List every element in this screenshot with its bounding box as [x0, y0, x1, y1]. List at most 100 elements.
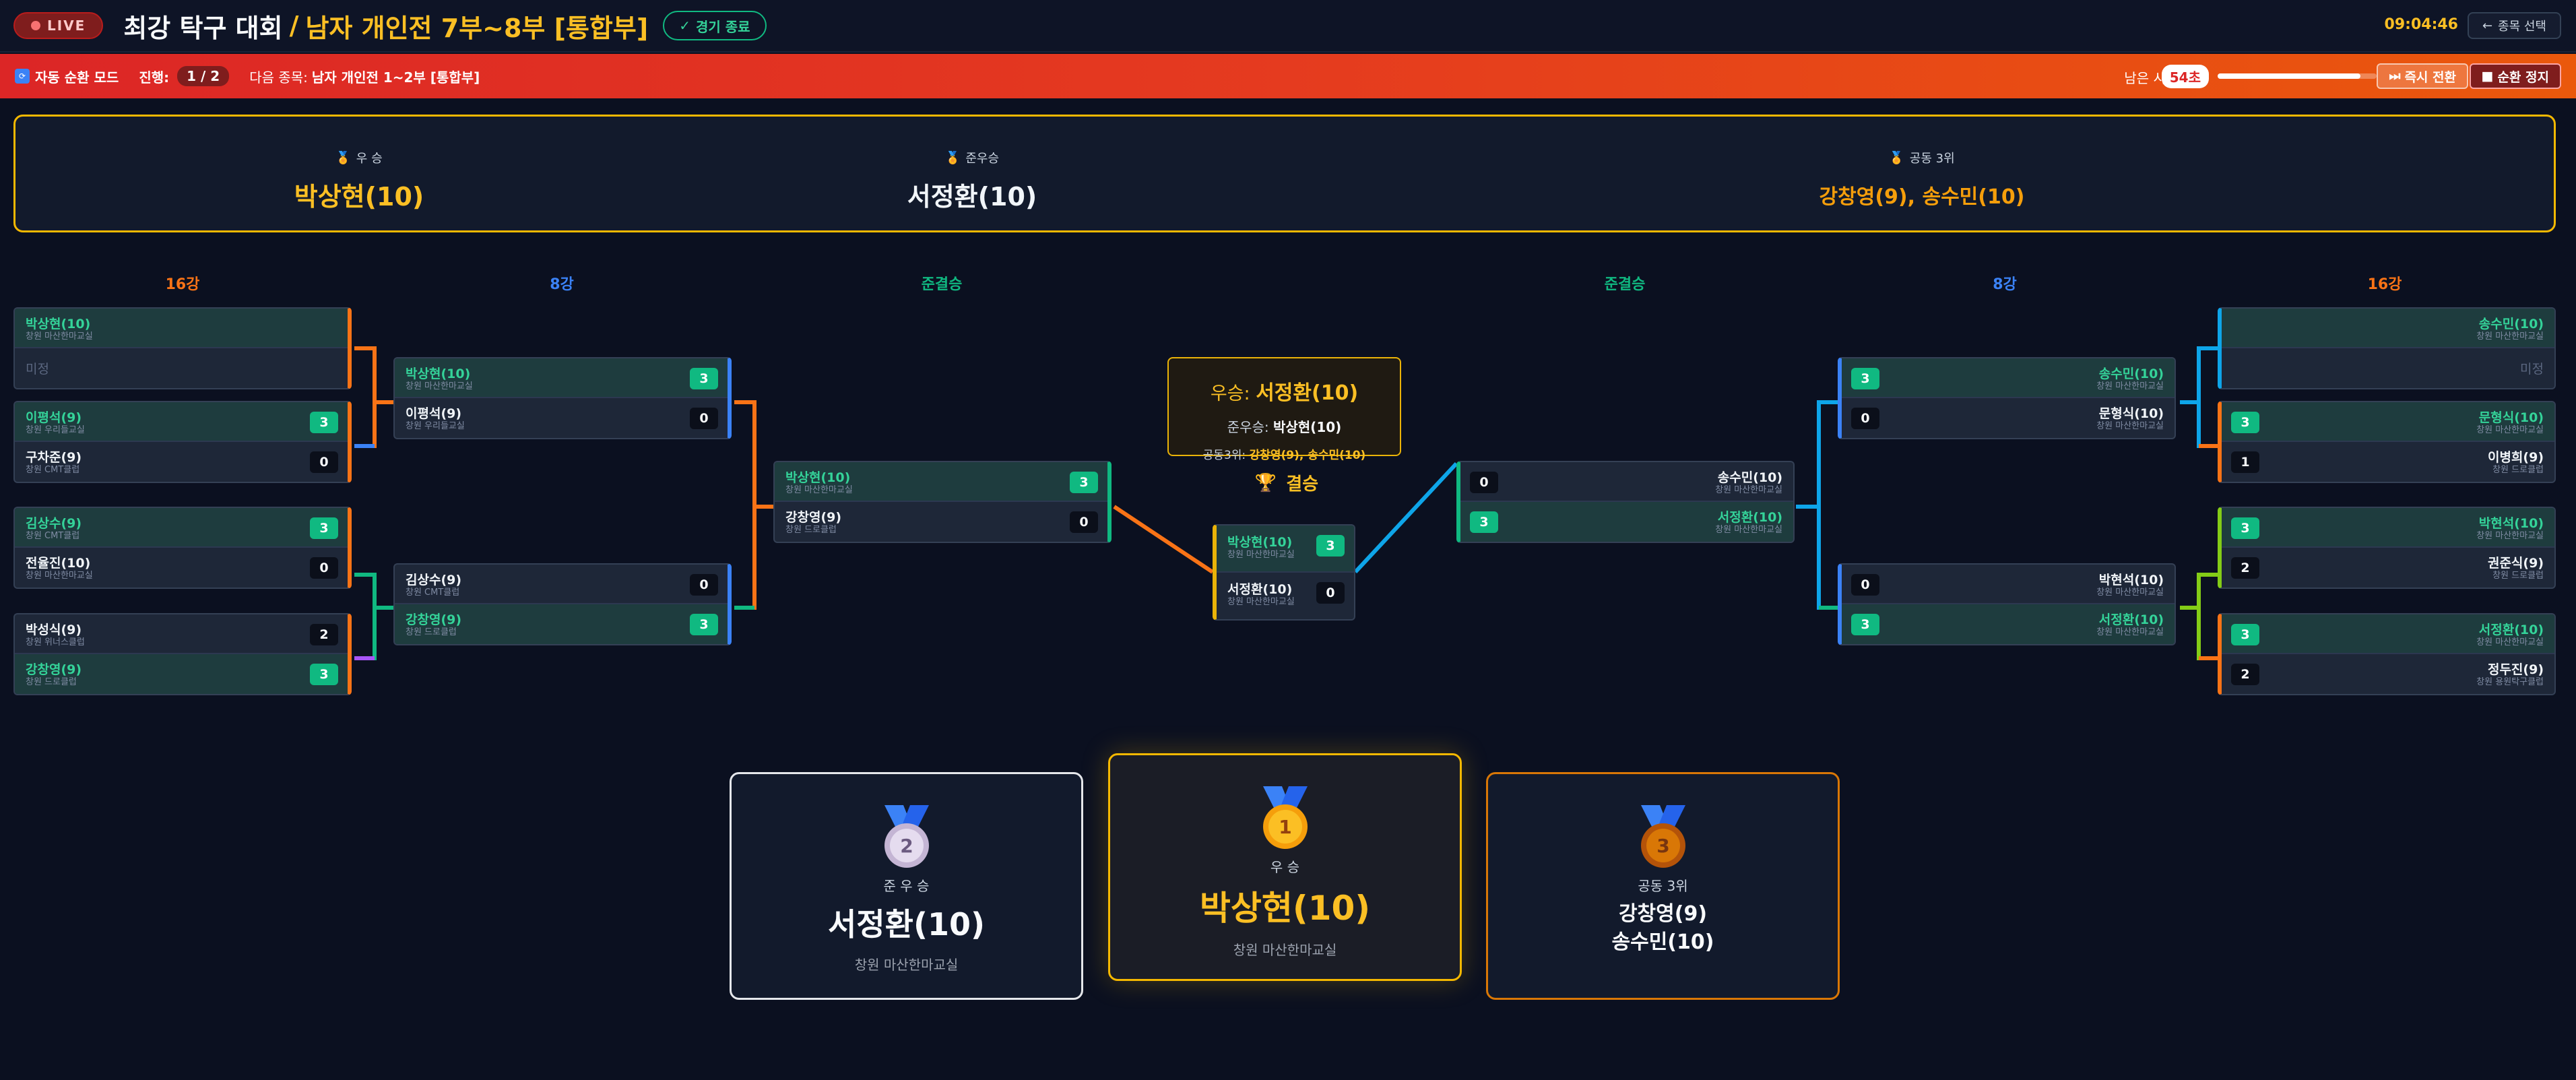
match-slot: 박현석(10) 창원 마산한마교실 0: [1842, 565, 2175, 604]
final-third-line: 공동3위: 강창영(9), 송수민(10): [1169, 445, 1400, 462]
match-slot: 미정: [2222, 348, 2554, 388]
match-slot: 박상현(10) 창원 마산한마교실 3: [395, 358, 728, 398]
player-name: 김상수(9): [406, 573, 462, 587]
match-right16-4[interactable]: 서정환(10) 창원 마산한마교실 3 정두진(9) 창원 용원탁구클럽 2: [2218, 613, 2556, 695]
top-header: LIVE 최강 탁구 대회 / 남자 개인전 7부~8부 [통합부] ✓ 경기 …: [0, 0, 2576, 53]
summary-winner-name: 박상현(10): [294, 182, 424, 212]
player-score: 3: [2231, 517, 2259, 539]
player-score: 0: [1851, 574, 1879, 596]
match-slot: 강창영(9) 창원 드로클럽 0: [775, 502, 1107, 542]
summary-runner-label: 준우승: [965, 152, 1000, 166]
player-name: 박상현(10): [1227, 535, 1293, 550]
match-slot: 강창영(9) 창원 드로클럽 3: [395, 604, 728, 644]
player-name: 김상수(9): [26, 516, 82, 531]
summary-winner-label: 우 승: [356, 152, 383, 166]
player-name: 정두진(9): [2487, 662, 2544, 677]
gold-medal-icon: 🏅: [335, 150, 351, 165]
match-left16-2[interactable]: 이평석(9) 창원 우리들교실 3 구차준(9) 창원 CMT클럽 0: [13, 401, 352, 483]
player-score: 3: [1470, 511, 1498, 533]
match-slot: 송수민(10) 창원 마산한마교실 3: [1842, 358, 2175, 398]
match-right16-3[interactable]: 박현석(10) 창원 마산한마교실 3 권준식(9) 창원 드로클럽 2: [2218, 507, 2556, 589]
player-name: 서정환(10): [1227, 582, 1293, 597]
player-club: 창원 마산한마교실: [1715, 485, 1782, 495]
player-score: 1: [2231, 451, 2259, 473]
match-right8-1[interactable]: 송수민(10) 창원 마산한마교실 3 문형식(10) 창원 마산한마교실 0: [1838, 357, 2176, 439]
match-slot: 서정환(10) 창원 마산한마교실 3: [1842, 604, 2175, 644]
results-summary: 🏅우 승 박상현(10) 🏅준우승 서정환(10) 🏅공동 3위 강창영(9),…: [13, 115, 2556, 232]
player-club: 창원 마산한마교실: [2476, 331, 2544, 342]
player-name: 강창영(9): [406, 612, 462, 627]
podium-third: 3 공동 3위 강창영(9) 송수민(10): [1486, 772, 1840, 1000]
player-club: 창원 드로클럽: [406, 627, 457, 637]
player-score: 2: [310, 624, 338, 645]
match-slot: 강창영(9) 창원 드로클럽 3: [15, 654, 348, 694]
player-score: 3: [690, 368, 718, 389]
back-to-event-select-button[interactable]: ← 종목 선택: [2467, 12, 2561, 39]
match-left16-3[interactable]: 김상수(9) 창원 CMT클럽 3 전율진(10) 창원 마산한마교실 0: [13, 507, 352, 589]
bronze-medal-icon: 3: [1633, 805, 1694, 870]
skip-icon: ⏭: [2389, 69, 2401, 84]
match-left-semi[interactable]: 박상현(10) 창원 마산한마교실 3 강창영(9) 창원 드로클럽 0: [773, 461, 1112, 543]
podium-first-label: 우 승: [1270, 859, 1300, 875]
final-label-text: 결승: [1286, 474, 1319, 495]
match-final[interactable]: 박상현(10) 창원 마산한마교실 3 서정환(10) 창원 마산한마교실 0: [1213, 524, 1355, 621]
event-title: 남자 개인전 7부~8부 [통합부]: [305, 13, 649, 43]
player-score: 3: [690, 614, 718, 635]
player-club: 창원 마산한마교실: [785, 485, 853, 495]
arrow-left-icon: ←: [2482, 18, 2493, 33]
auto-mode-label: 자동 순환 모드: [35, 69, 119, 86]
match-left8-1[interactable]: 박상현(10) 창원 마산한마교실 3 이평석(9) 창원 우리들교실 0: [393, 357, 732, 439]
player-club: 창원 CMT클럽: [26, 531, 80, 541]
match-right16-1[interactable]: 송수민(10) 창원 마산한마교실 미정: [2218, 307, 2556, 389]
player-score: 3: [2231, 624, 2259, 645]
player-score: 0: [1851, 408, 1879, 429]
player-score: 0: [1070, 511, 1098, 533]
end-match-button[interactable]: ✓ 경기 종료: [663, 11, 767, 40]
live-badge: LIVE: [13, 12, 104, 39]
player-score: 3: [1316, 535, 1345, 557]
player-club: 창원 마산한마교실: [2096, 421, 2164, 431]
match-left16-4[interactable]: 박성식(9) 창원 위너스클럽 2 강창영(9) 창원 드로클럽 3: [13, 613, 352, 695]
switch-now-label: 즉시 전환: [2404, 69, 2456, 85]
podium-second-club: 창원 마산한마교실: [854, 957, 959, 973]
final-third-label: 공동3위:: [1202, 449, 1246, 462]
end-match-label: 경기 종료: [695, 18, 750, 35]
progress-label: 진행:: [139, 69, 170, 86]
player-club: 창원 마산한마교실: [1227, 550, 1295, 560]
match-left8-2[interactable]: 김상수(9) 창원 CMT클럽 0 강창영(9) 창원 드로클럽 3: [393, 563, 732, 645]
final-result-box: 우승: 서정환(10) 준우승: 박상현(10) 공동3위: 강창영(9), 송…: [1167, 357, 1401, 462]
player-club: 창원 마산한마교실: [2096, 627, 2164, 637]
round-label-left-semi: 준결승: [921, 276, 963, 293]
silver-medal-icon: 2: [876, 805, 937, 870]
match-slot: 박현석(10) 창원 마산한마교실 3: [2222, 508, 2554, 548]
player-score: 0: [310, 557, 338, 579]
final-runner-line: 준우승: 박상현(10): [1169, 416, 1400, 436]
check-icon: ✓: [679, 18, 690, 34]
match-right8-2[interactable]: 박현석(10) 창원 마산한마교실 0 서정환(10) 창원 마산한마교실 3: [1838, 563, 2176, 645]
player-name: 박현석(10): [2478, 516, 2544, 531]
player-score: 3: [310, 517, 338, 539]
player-club: 창원 위너스클럽: [26, 637, 85, 647]
trophy-icon: 🏆: [1254, 472, 1277, 493]
match-right16-2[interactable]: 문형식(10) 창원 마산한마교실 3 이병희(9) 창원 드로클럽 1: [2218, 401, 2556, 483]
player-name: 이평석(9): [26, 410, 82, 425]
switch-now-button[interactable]: ⏭ 즉시 전환: [2377, 63, 2468, 89]
podium-first-name: 박상현(10): [1199, 889, 1371, 928]
player-name: 박현석(10): [2098, 573, 2164, 587]
round-label-right-semi: 준결승: [1604, 276, 1646, 293]
match-left16-1[interactable]: 박상현(10) 창원 마산한마교실 미정: [13, 307, 352, 389]
match-right-semi[interactable]: 송수민(10) 창원 마산한마교실 0 서정환(10) 창원 마산한마교실 3: [1456, 461, 1795, 543]
match-slot: 송수민(10) 창원 마산한마교실: [2222, 309, 2554, 348]
player-club: 창원 드로클럽: [785, 525, 837, 535]
bronze-medal-icon: 🏅: [1889, 150, 1904, 165]
player-club: 창원 우리들교실: [26, 425, 85, 435]
player-name: 서정환(10): [2478, 623, 2544, 637]
remaining-time-fill: [2218, 73, 2361, 79]
next-event-label: 다음 종목:: [249, 69, 308, 86]
live-dot-icon: [31, 21, 40, 30]
medal-rank: 2: [900, 835, 913, 857]
stop-cycle-button[interactable]: ■ 순환 정지: [2469, 63, 2561, 89]
summary-winner: 🏅 우 승 박상현(10): [191, 149, 527, 213]
final-runner-label: 준우승:: [1227, 419, 1269, 435]
final-winner-label: 우승:: [1210, 383, 1250, 404]
